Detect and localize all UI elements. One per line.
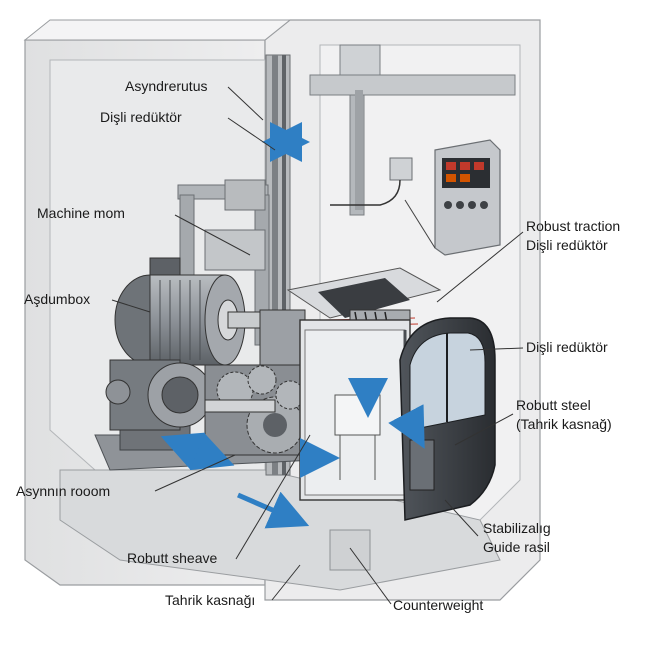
label-stabilizalig-line2: Guide rasil — [483, 539, 550, 555]
label-asyndrerutus: Asyndrerutus — [125, 78, 208, 94]
label-disli-reduktor-right: Dişli redüktör — [526, 339, 608, 355]
leader-lines — [111, 86, 524, 605]
label-disli-reduktor-top: Dişli redüktör — [100, 109, 182, 125]
label-stabilizalig-line1: Stabilizalıg — [483, 520, 551, 536]
label-counterweight: Counterweight — [393, 597, 484, 613]
label-machine-mom: Machine mom — [37, 205, 125, 221]
junction-box-icon — [330, 157, 413, 206]
label-asynnin-rooom: Asynnın rooom — [16, 483, 111, 499]
label-robutt-steel-line1: Robutt steel — [516, 397, 591, 413]
label-tahrik-kasnagi: Tahrik kasnağı — [165, 592, 256, 608]
cabin-frame — [299, 319, 411, 501]
control-panel-icon — [404, 139, 501, 256]
label-robutt-steel-line2: (Tahrik kasnağ) — [516, 416, 612, 432]
label-robust-traction-line1: Robust traction — [526, 218, 621, 234]
label-robutt-sheave: Robutt sheave — [127, 550, 218, 566]
label-robust-traction-line2: Dişli redüktör — [526, 237, 608, 253]
elevator-cabin-icon — [399, 317, 496, 521]
label-asdumbox: Aşdumbox — [24, 291, 91, 307]
direction-arrow-icon — [160, 122, 425, 529]
